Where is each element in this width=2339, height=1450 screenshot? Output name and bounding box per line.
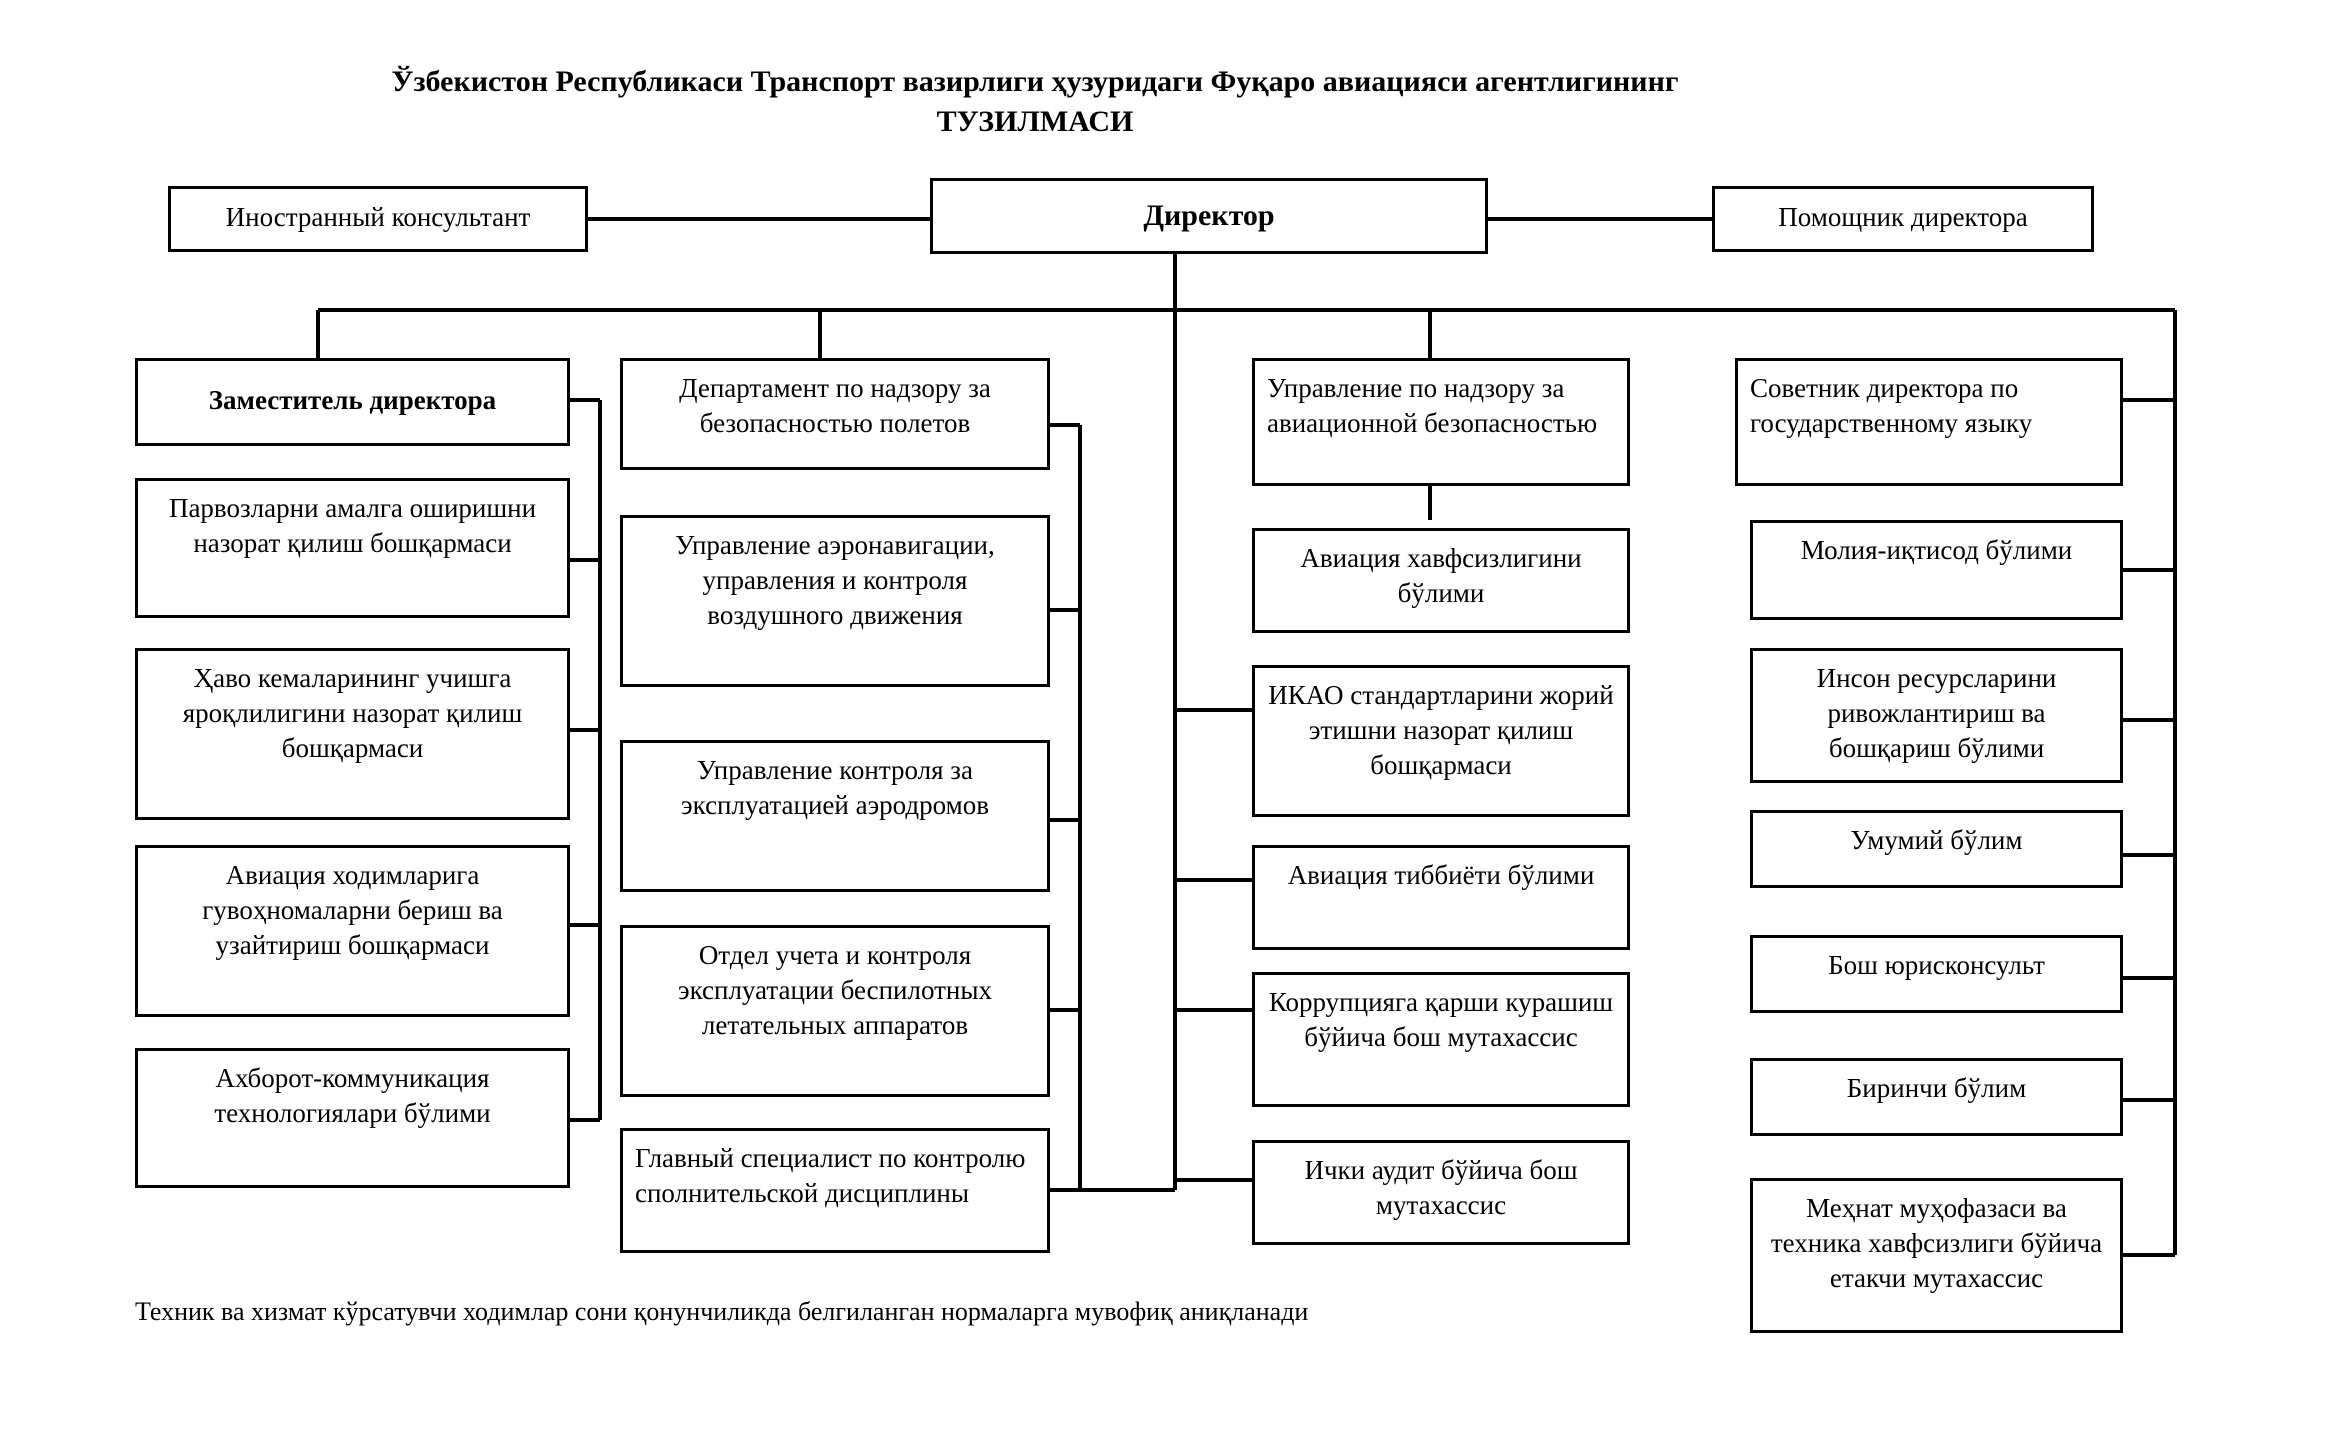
node-flight-safety-department[interactable]: Департамент по надзору за безопасностью …	[620, 358, 1050, 470]
title-line-1: Ўзбекистон Республикаси Транспорт вазирл…	[391, 65, 1679, 98]
node-director-assistant[interactable]: Помощник директора	[1712, 186, 2094, 252]
page-title: Ўзбекистон Республикаси Транспорт вазирл…	[300, 62, 1770, 141]
node-state-language-advisor[interactable]: Советник директора по государственному я…	[1735, 358, 2123, 486]
node-executive-discipline-specialist[interactable]: Главный специалист по контролю сполнител…	[620, 1128, 1050, 1253]
node-aviation-medicine-division[interactable]: Авиация тиббиёти бўлими	[1252, 845, 1630, 950]
title-line-2: ТУЗИЛМАСИ	[936, 104, 1134, 138]
node-human-resources-division[interactable]: Инсон ресурсларини ривожлантириш ва бошқ…	[1750, 648, 2123, 783]
node-airworthiness-supervision[interactable]: Ҳаво кемаларининг учишга яроқлилигини на…	[135, 648, 570, 820]
node-deputy-director[interactable]: Заместитель директора	[135, 358, 570, 446]
node-aviation-security-division[interactable]: Авиация хавфсизлигини бўлими	[1252, 528, 1630, 633]
node-anticorruption-specialist[interactable]: Коррупцияга қарши курашиш бўйича бош мут…	[1252, 972, 1630, 1107]
node-finance-economics-division[interactable]: Молия-иқтисод бўлими	[1750, 520, 2123, 620]
node-uav-registration-department[interactable]: Отдел учета и контроля эксплуатации бесп…	[620, 925, 1050, 1097]
node-director[interactable]: Директор	[930, 178, 1488, 254]
node-general-division[interactable]: Умумий бўлим	[1750, 810, 2123, 888]
node-aviation-personnel-licensing[interactable]: Авиация ходимларига гувоҳномаларни бериш…	[135, 845, 570, 1017]
node-air-navigation-directorate[interactable]: Управление аэронавигации, управления и к…	[620, 515, 1050, 687]
node-flight-operations-supervision[interactable]: Парвозларни амалга оширишни назорат қили…	[135, 478, 570, 618]
node-first-division[interactable]: Биринчи бўлим	[1750, 1058, 2123, 1136]
node-chief-legal-counsel[interactable]: Бош юрисконсульт	[1750, 935, 2123, 1013]
node-internal-audit-specialist[interactable]: Ички аудит бўйича бош мутахассис	[1252, 1140, 1630, 1245]
footnote-text: Техник ва хизмат кўрсатувчи ходимлар сон…	[135, 1297, 1309, 1326]
node-ict-department[interactable]: Ахборот-коммуникация технологиялари бўли…	[135, 1048, 570, 1188]
node-aerodrome-control-directorate[interactable]: Управление контроля за эксплуатацией аэр…	[620, 740, 1050, 892]
node-foreign-consultant[interactable]: Иностранный консультант	[168, 186, 588, 252]
node-aviation-security-directorate[interactable]: Управление по надзору за авиационной без…	[1252, 358, 1630, 486]
node-labor-safety-specialist[interactable]: Меҳнат муҳофазаси ва техника хавфсизлиги…	[1750, 1178, 2123, 1333]
node-icao-standards-directorate[interactable]: ИКАО стандартларини жорий этишни назорат…	[1252, 665, 1630, 817]
